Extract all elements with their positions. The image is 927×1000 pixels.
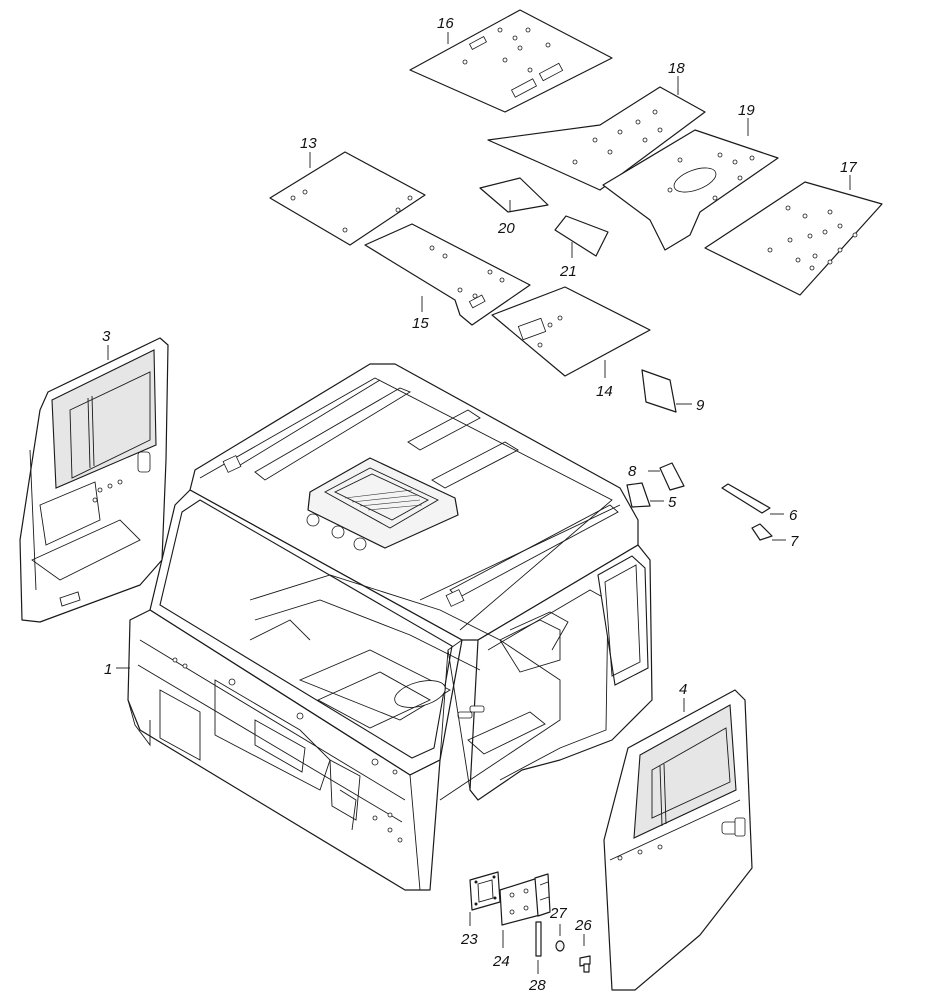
callout-19: 19 xyxy=(738,102,755,119)
pad-5 xyxy=(626,482,651,508)
cab-body-1 xyxy=(127,363,653,891)
callout-17: 17 xyxy=(840,159,857,176)
callout-4: 4 xyxy=(679,681,687,698)
floor-mat-17 xyxy=(704,181,883,296)
pad-8 xyxy=(659,462,685,491)
callout-23: 23 xyxy=(460,931,478,948)
callout-5: 5 xyxy=(668,494,677,511)
floor-mat-14 xyxy=(491,286,651,377)
right-door-4 xyxy=(603,689,753,991)
callout-3: 3 xyxy=(102,328,111,345)
hinge-plate-23 xyxy=(469,871,501,911)
bolt-26 xyxy=(579,955,591,973)
strip-6 xyxy=(721,483,771,514)
callout-15: 15 xyxy=(412,315,429,332)
callout-27: 27 xyxy=(549,905,567,922)
callout-24: 24 xyxy=(492,953,510,970)
callout-21: 21 xyxy=(559,263,577,280)
callout-6: 6 xyxy=(789,507,798,524)
callout-26: 26 xyxy=(574,917,592,934)
left-door-3 xyxy=(19,337,169,623)
floor-mat-21 xyxy=(554,215,609,257)
floor-mat-15 xyxy=(364,223,531,326)
callout-9: 9 xyxy=(696,397,705,414)
strip-7 xyxy=(751,523,773,541)
floor-mat-19 xyxy=(602,129,779,251)
hinge-pin-28 xyxy=(535,921,542,957)
floor-mat-16 xyxy=(409,9,613,113)
callout-13: 13 xyxy=(300,135,317,152)
callout-28: 28 xyxy=(528,977,546,994)
callout-14: 14 xyxy=(596,383,613,400)
floor-mat-18 xyxy=(487,86,706,191)
callout-1: 1 xyxy=(104,661,112,678)
floor-mat-13 xyxy=(269,151,426,246)
floor-mat-20 xyxy=(479,177,549,213)
hinge-24 xyxy=(499,873,551,926)
callout-18: 18 xyxy=(668,60,685,77)
washer-27 xyxy=(555,940,565,952)
callout-labels: 16 18 19 17 13 20 21 15 14 9 8 5 6 7 3 1… xyxy=(102,15,857,994)
pad-9 xyxy=(641,369,677,413)
callout-8: 8 xyxy=(628,463,637,480)
callout-16: 16 xyxy=(437,15,454,32)
leader-lines xyxy=(107,32,851,974)
callout-20: 20 xyxy=(497,220,515,237)
callout-7: 7 xyxy=(790,533,799,550)
